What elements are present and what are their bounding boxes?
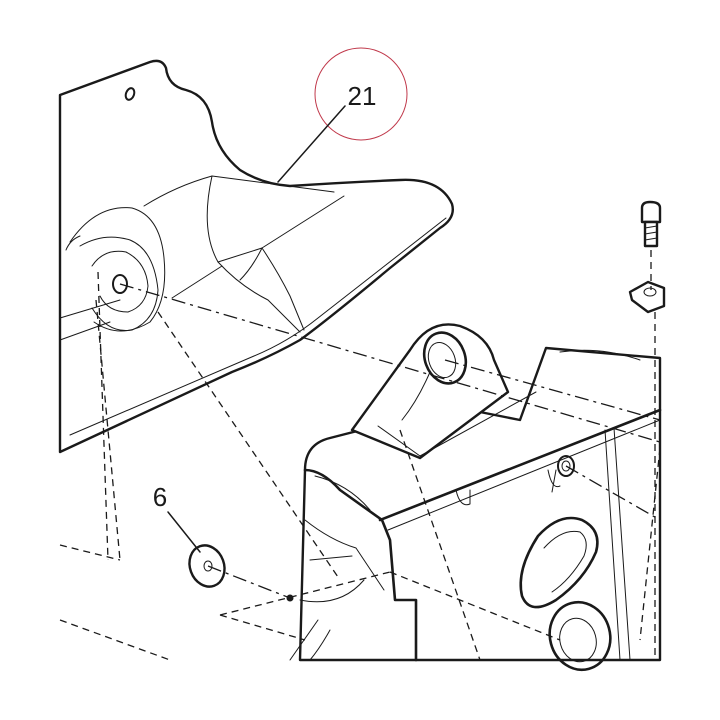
callout-21-highlight-circle [314,47,408,141]
bracket-part-21 [58,59,454,454]
assembly-lines [59,250,661,661]
clip-nut [628,280,666,314]
callout-6-label: 6 [153,482,167,512]
callout-21-label: 21 [348,81,377,111]
centre-point [286,594,294,602]
callout-6: 6 [153,482,201,553]
screw-fastener [640,200,662,248]
washer-part-6 [188,544,226,588]
callout-21-leader [277,105,346,183]
callout-6-leader [167,511,201,553]
housing-body [289,323,662,672]
callout-21: 21 [277,47,408,183]
